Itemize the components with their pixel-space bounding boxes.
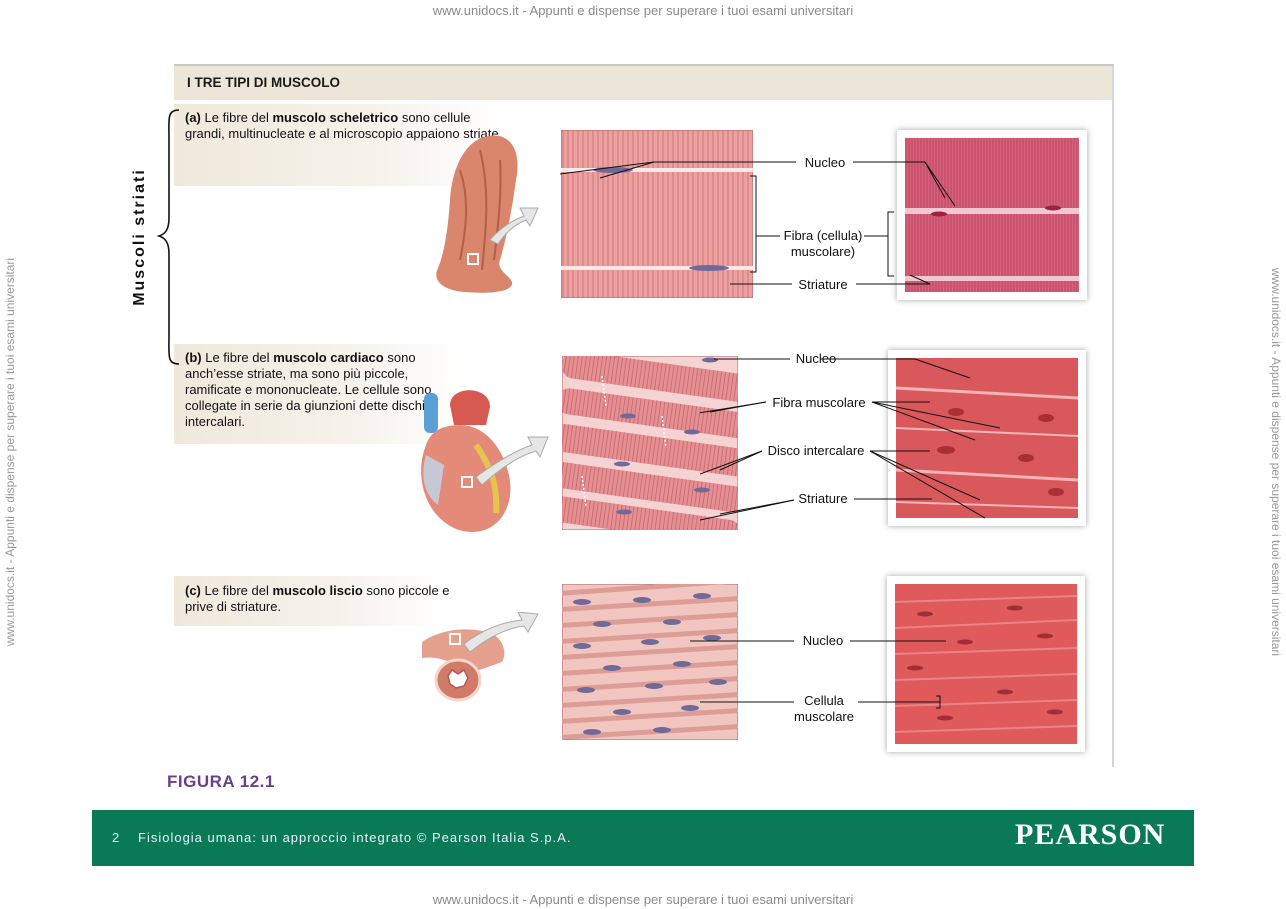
label-c-nucleo: Nucleo bbox=[802, 633, 844, 648]
section-a-text-post: sono cellule grandi, multinucleate e al … bbox=[185, 110, 503, 141]
section-c-description: (c) Le fibre del muscolo liscio sono pic… bbox=[185, 583, 470, 615]
section-c-leader-lines bbox=[690, 640, 946, 709]
section-b-text-pre: Le fibre del bbox=[205, 350, 270, 365]
section-c-band bbox=[174, 576, 444, 626]
footer-bar bbox=[92, 810, 1194, 866]
pearson-logo: PEARSON bbox=[1015, 818, 1166, 851]
arm-illustration bbox=[436, 135, 539, 293]
section-a-text-pre: Le fibre del bbox=[204, 110, 269, 125]
figure-title: I TRE TIPI DI MUSCOLO bbox=[187, 75, 341, 90]
section-c-text-post: sono piccole e prive di striature. bbox=[185, 583, 450, 614]
striated-brace bbox=[156, 109, 180, 365]
watermark-top: www.unidocs.it - Appunti e dispense per … bbox=[432, 3, 854, 18]
label-b-nucleo: Nucleo bbox=[795, 351, 837, 366]
skeletal-micrograph bbox=[905, 138, 1079, 292]
intestine-illustration bbox=[422, 612, 539, 702]
heart-illustration bbox=[421, 390, 549, 532]
figure-title-bar bbox=[174, 66, 1112, 100]
section-b-text-bold: muscolo cardiaco bbox=[273, 350, 384, 365]
label-b-fibra: Fibra muscolare bbox=[772, 395, 866, 410]
cardiac-micrograph bbox=[896, 358, 1078, 518]
footer-copyright: Fisiologia umana: un approccio integrato… bbox=[138, 830, 572, 845]
section-c-text-bold: muscolo liscio bbox=[272, 583, 363, 598]
section-c-text-pre: Le fibre del bbox=[204, 583, 269, 598]
figure-caption: FIGURA 12.1 bbox=[167, 772, 275, 791]
section-a-band bbox=[174, 104, 504, 186]
watermark-right: www.unidocs.it - Appunti e dispense per … bbox=[1269, 267, 1283, 657]
section-a-description: (a) Le fibre del muscolo scheletrico son… bbox=[185, 110, 505, 142]
figure-frame bbox=[174, 64, 1114, 767]
label-c-cellula: Cellula muscolare bbox=[794, 693, 854, 724]
section-a-label: (a) bbox=[185, 110, 201, 125]
section-a-leader-lines bbox=[560, 161, 956, 285]
smooth-micrograph bbox=[895, 584, 1077, 744]
smooth-diagram bbox=[562, 584, 738, 740]
page-number: 2 bbox=[112, 830, 120, 845]
section-b-text-post: sono anch’esse striate, ma sono più picc… bbox=[185, 350, 432, 429]
label-b-disco: Disco intercalare bbox=[767, 443, 865, 458]
section-b-band bbox=[174, 344, 464, 444]
section-b-label: (b) bbox=[185, 350, 202, 365]
section-c-label: (c) bbox=[185, 583, 201, 598]
label-a-fibra: Fibra (cellula) muscolare) bbox=[783, 228, 863, 259]
watermark-left: www.unidocs.it - Appunti e dispense per … bbox=[3, 257, 17, 647]
section-b-leader-lines bbox=[700, 358, 1000, 521]
label-b-striature: Striature bbox=[798, 491, 848, 506]
label-a-nucleo: Nucleo bbox=[804, 155, 846, 170]
section-a-text-bold: muscolo scheletrico bbox=[272, 110, 399, 125]
label-a-striature: Striature bbox=[798, 277, 848, 292]
group-label-striated: Muscoli striati bbox=[131, 168, 148, 306]
section-b-description: (b) Le fibre del muscolo cardiaco sono a… bbox=[185, 350, 465, 430]
skeletal-diagram bbox=[561, 130, 753, 298]
cardiac-diagram bbox=[562, 356, 738, 530]
watermark-bottom: www.unidocs.it - Appunti e dispense per … bbox=[432, 892, 854, 907]
